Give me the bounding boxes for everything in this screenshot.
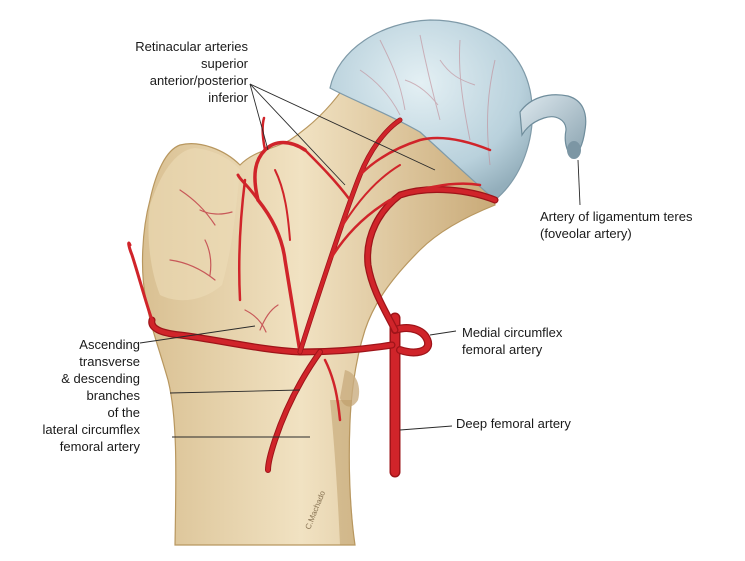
label-line: & descending xyxy=(61,371,140,386)
label-line: lateral circumflex xyxy=(42,422,140,437)
label-line: Deep femoral artery xyxy=(456,416,571,431)
label-line: Artery of ligamentum teres xyxy=(540,209,693,224)
label-lateral-circumflex-branches: Ascending transverse & descending branch… xyxy=(42,336,140,455)
arteries xyxy=(127,116,499,478)
label-artery-of-ligamentum-teres: Artery of ligamentum teres (foveolar art… xyxy=(540,208,692,242)
femoral-head xyxy=(329,19,533,201)
label-retinacular-arteries: Retinacular arteries superior anterior/p… xyxy=(135,38,248,106)
label-line: (foveolar artery) xyxy=(540,226,632,241)
label-medial-circumflex-femoral-artery: Medial circumflex femoral artery xyxy=(462,324,562,358)
label-line: anterior/posterior xyxy=(149,73,248,88)
label-line: superior xyxy=(201,56,248,71)
leader-lines xyxy=(139,83,581,438)
label-line: branches xyxy=(86,388,140,403)
label-line: femoral artery xyxy=(462,342,543,357)
label-line: Retinacular arteries xyxy=(135,39,248,54)
label-line: Ascending xyxy=(79,337,140,352)
label-deep-femoral-artery: Deep femoral artery xyxy=(456,415,571,432)
label-line: femoral artery xyxy=(59,439,140,454)
label-line: transverse xyxy=(79,354,140,369)
label-line: inferior xyxy=(208,90,248,105)
label-line: Medial circumflex xyxy=(462,325,563,340)
ligamentum-teres xyxy=(519,94,587,159)
label-line: of the xyxy=(107,405,140,420)
